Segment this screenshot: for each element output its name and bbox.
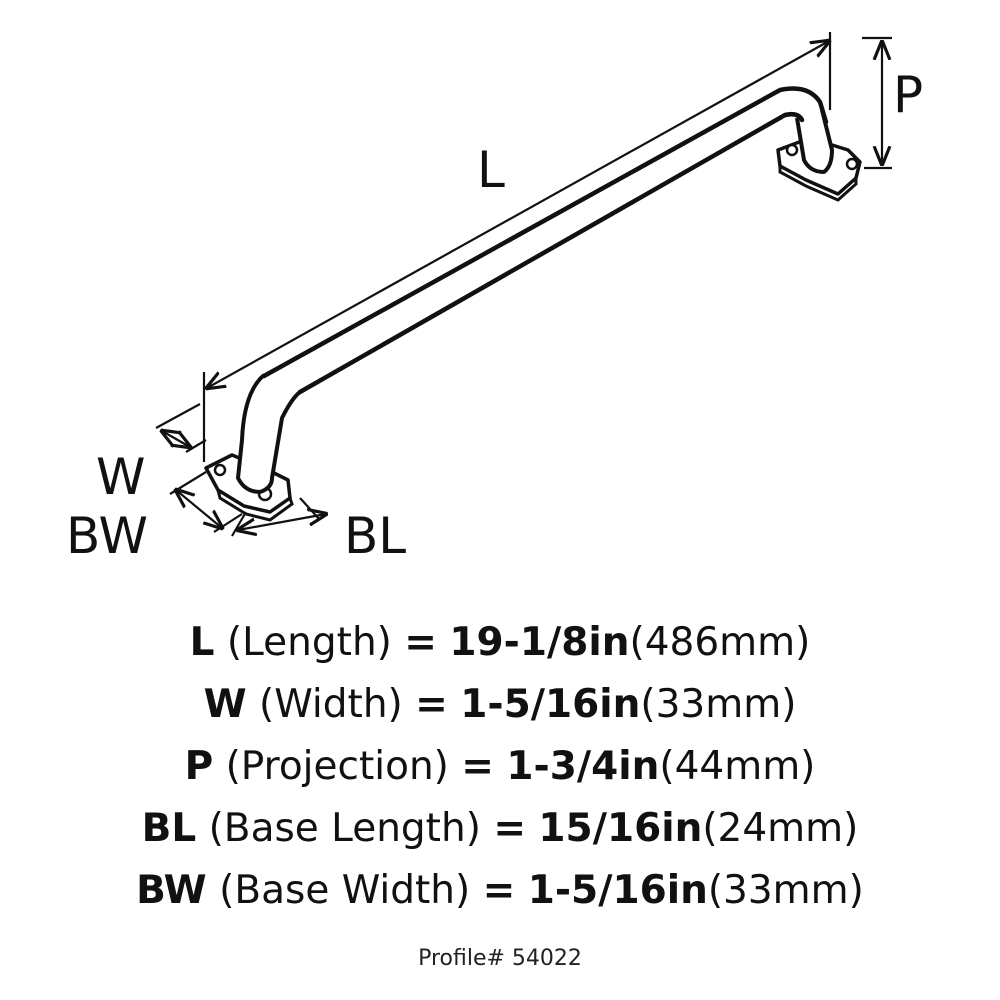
spec-metric: (24mm) bbox=[702, 806, 859, 851]
spec-imperial: 15/16in bbox=[538, 806, 703, 851]
spec-abbr: L bbox=[189, 620, 215, 665]
profile-number: Profile# 54022 bbox=[418, 946, 582, 971]
spec-name: (Width) bbox=[259, 682, 403, 727]
dimension-label-length: L bbox=[477, 141, 505, 199]
handle-diagram bbox=[155, 32, 892, 537]
dimension-label-projection: P bbox=[893, 66, 924, 124]
spec-equals: = bbox=[415, 682, 448, 727]
spec-name: (Length) bbox=[226, 620, 392, 665]
spec-equals: = bbox=[404, 620, 437, 665]
spec-name: (Projection) bbox=[225, 744, 449, 789]
spec-abbr: W bbox=[203, 682, 247, 727]
spec-name: (Base Length) bbox=[208, 806, 481, 851]
dimension-label-base-length: BL bbox=[344, 507, 407, 565]
spec-abbr: BL bbox=[141, 806, 197, 851]
spec-imperial: 1-5/16in bbox=[460, 682, 641, 727]
spec-name: (Base Width) bbox=[219, 868, 471, 913]
spec-abbr: P bbox=[184, 744, 214, 789]
spec-projection: P (Projection) = 1-3/4in(44mm) bbox=[0, 736, 1000, 798]
left-post bbox=[236, 373, 302, 494]
spec-metric: (33mm) bbox=[640, 682, 797, 727]
spec-abbr: BW bbox=[136, 868, 207, 913]
spec-width: W (Width) = 1-5/16in(33mm) bbox=[0, 674, 1000, 736]
spec-metric: (33mm) bbox=[707, 868, 864, 913]
handle-bar bbox=[261, 86, 829, 395]
spec-imperial: 1-3/4in bbox=[506, 744, 660, 789]
dimension-label-width: W bbox=[96, 448, 146, 506]
spec-metric: (44mm) bbox=[659, 744, 816, 789]
spec-equals: = bbox=[482, 868, 516, 913]
spec-metric: (486mm) bbox=[629, 620, 811, 665]
spec-imperial: 1-5/16in bbox=[527, 868, 708, 913]
spec-base-width: BW (Base Width) = 1-5/16in(33mm) bbox=[0, 860, 1000, 922]
spec-imperial: 19-1/8in bbox=[449, 620, 630, 665]
projection-dimension bbox=[862, 36, 892, 170]
width-dimension bbox=[155, 403, 207, 453]
spec-equals: = bbox=[493, 806, 527, 851]
spec-equals: = bbox=[461, 744, 494, 789]
length-dimension bbox=[204, 32, 830, 462]
base-length-dimension bbox=[231, 497, 326, 537]
spec-length: L (Length) = 19-1/8in(486mm) bbox=[0, 612, 1000, 674]
dimension-label-base-width: BW bbox=[66, 507, 148, 565]
spec-base-length: BL (Base Length) = 15/16in(24mm) bbox=[0, 798, 1000, 860]
specifications-list: L (Length) = 19-1/8in(486mm) W (Width) =… bbox=[0, 612, 1000, 922]
